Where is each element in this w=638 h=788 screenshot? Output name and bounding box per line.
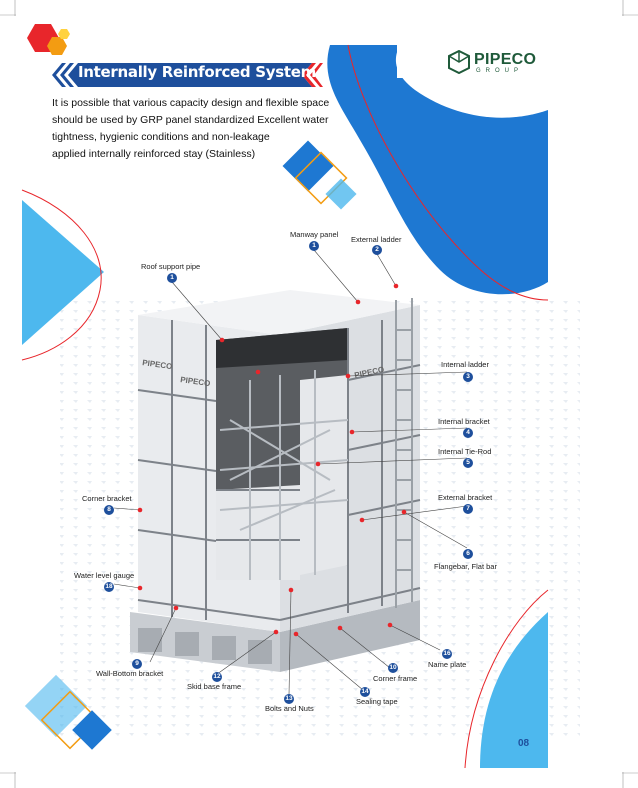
callout-label: Internal Tie-Rod: [438, 447, 492, 456]
callout-label: Water level gauge: [74, 571, 135, 580]
intro-line: tightness, hygienic conditions and non-l…: [52, 131, 270, 143]
callout-badge: 7: [463, 504, 473, 514]
callout-badge: 3: [463, 372, 473, 382]
intro-line: should be used by GRP panel standardized…: [52, 114, 329, 126]
intro-line: It is possible that various capacity des…: [52, 97, 330, 109]
page-number: 08: [518, 738, 530, 749]
callout-badge: 5: [463, 458, 473, 468]
callout-badge: 13: [284, 694, 294, 704]
callout-label: External ladder: [351, 235, 402, 244]
callout-label: Name plate: [428, 660, 467, 669]
logo-box: [397, 45, 547, 78]
callout-label: Bolts and Nuts: [265, 704, 314, 713]
callout-label: Skid base frame: [187, 682, 242, 691]
callout-label: Corner frame: [373, 674, 418, 683]
callout-label: Internal ladder: [441, 360, 489, 369]
page-title: Internally Reinforced System: [78, 63, 316, 81]
callout-label: Roof support pipe: [141, 262, 201, 271]
callout-label: Internal bracket: [438, 417, 490, 426]
callout-label: Wall-Bottom bracket: [96, 669, 164, 678]
callout-badge: 12: [212, 672, 222, 682]
callout-badge: 10: [388, 663, 398, 673]
tank-illustration: PIPECO PIPECO PIPECO: [130, 290, 421, 672]
callout-label: External bracket: [438, 493, 493, 502]
svg-text:PIPECO: PIPECO: [142, 358, 173, 371]
intro-line: applied internally reinforced stay (Stai…: [52, 148, 256, 160]
callout-badge: 16: [442, 649, 452, 659]
logo-subtitle: GROUP: [476, 68, 524, 74]
callout-badge: 1: [309, 241, 319, 251]
callout-label: Sealing tape: [356, 697, 398, 706]
callout-label: Flangebar, Flat bar: [434, 562, 497, 571]
callout-badge: 4: [463, 428, 473, 438]
callout-badge: 1: [167, 273, 177, 283]
callout-badge: 8: [104, 505, 114, 515]
title-banner: [52, 63, 323, 87]
intro-paragraph: It is possible that various capacity des…: [52, 95, 342, 163]
logo-name: PIPECO: [474, 51, 537, 68]
callout-badge: 9: [132, 659, 142, 669]
callout-badge: 18: [104, 582, 114, 592]
svg-text:PIPECO: PIPECO: [180, 375, 211, 388]
logo-icon: [448, 50, 470, 74]
callout-badge: 6: [463, 549, 473, 559]
callout-label: Corner bracket: [82, 494, 132, 503]
callout-label: Manway panel: [290, 230, 339, 239]
callout-badge: 14: [360, 687, 370, 697]
callout-badge: 2: [372, 245, 382, 255]
